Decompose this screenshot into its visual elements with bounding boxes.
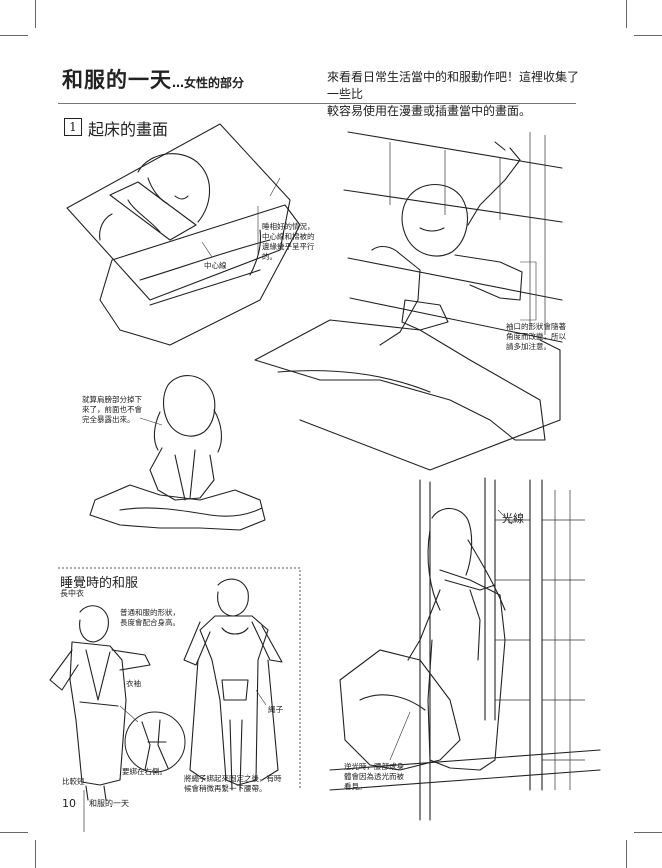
crop-mark: [35, 840, 36, 868]
knot-label: 要綁在右側。: [122, 767, 167, 776]
section-number: 1: [64, 118, 82, 136]
crop-mark: [35, 0, 36, 28]
sleepwear-figures: [49, 578, 283, 801]
section-title: 起床的畫面: [88, 120, 169, 139]
sitting-note: 就算肩膀部分掉下 來了，前面也不會 完全暴露出來。: [82, 395, 142, 424]
sleepwear-box-border: [58, 567, 301, 790]
crop-mark: [634, 832, 662, 833]
header-rule: [58, 103, 576, 104]
sleepwear-note-top: 普通和服的形狀， 長度會配合身高。: [120, 608, 180, 627]
intro-text: 來看看日常生活當中的和服動作吧！這裡收集了一些比 較容易使用在漫畫或插畫當中的畫…: [327, 70, 580, 118]
backlight-note: 逆光時，腰部或身 體會因為透光而被 看見。: [344, 762, 404, 791]
sleeve-note: 袖口的形狀會隨著 角度而改變，所以 請多加注意。: [506, 322, 566, 351]
cord-label: 繩子: [268, 705, 283, 714]
sleepwear-box-title: 睡覺時的和服: [60, 576, 139, 591]
slim-label: 比較短: [62, 777, 85, 786]
sleep-note: 睡相好的情況， 中心線和棉被的 邊緣幾乎呈平行 的。: [262, 222, 315, 261]
backlight-label: 光線: [502, 512, 524, 525]
page-header: 和服的一天…女性的部分: [62, 64, 244, 94]
crop-mark: [0, 35, 28, 36]
sleepwear-box-subtitle: 長中衣: [60, 589, 84, 598]
crop-mark: [626, 0, 627, 28]
sitting-girl-illustration: [89, 375, 266, 531]
running-title: 和服的一天: [89, 799, 129, 808]
sleeping-girl-illustration: [66, 123, 301, 346]
crop-mark: [626, 840, 627, 868]
crop-mark: [0, 832, 28, 833]
crop-mark: [634, 35, 662, 36]
page-number: 10: [62, 797, 76, 810]
page-title: 和服的一天: [62, 68, 172, 92]
center-line-label: 中心線: [204, 261, 227, 270]
page-subtitle: …女性的部分: [172, 76, 245, 90]
sleeve-label: 衣袖: [126, 679, 141, 688]
stretching-girl-illustration: [254, 131, 563, 471]
sleepwear-note-bottom: 將繩子綁起來固定之後，有時 候會稍微再繫一下腰帶。: [184, 774, 282, 793]
backlit-girl-illustration: [329, 477, 601, 821]
